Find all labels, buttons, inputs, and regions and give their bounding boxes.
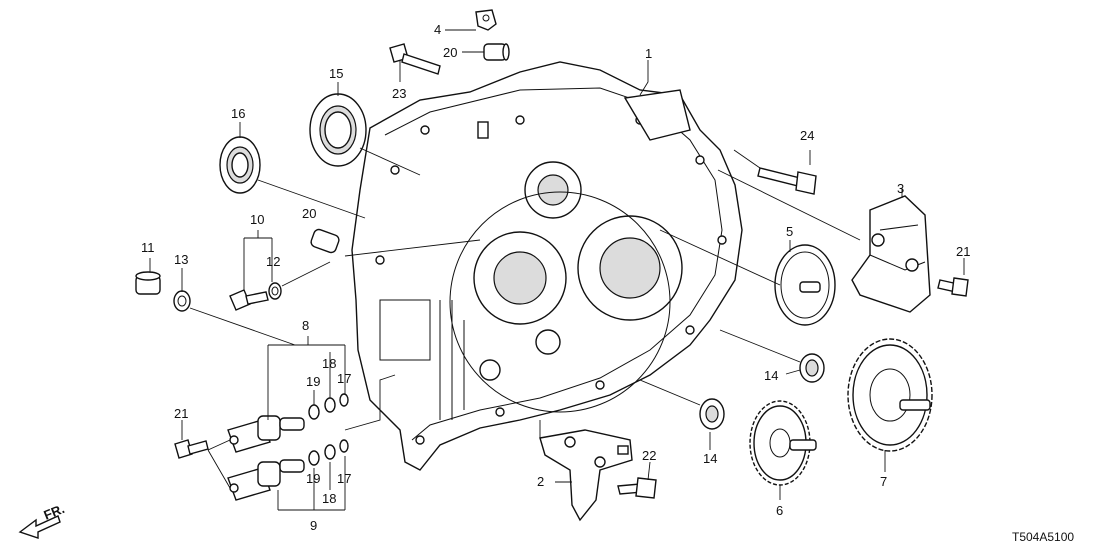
drain-plug-11 — [135, 271, 161, 295]
gear-6 — [749, 400, 817, 486]
callout-17-upper: 17 — [337, 371, 351, 386]
callout-2: 2 — [537, 474, 544, 489]
o-rings-upper — [308, 393, 349, 420]
callout-8: 8 — [302, 318, 309, 333]
callout-22: 22 — [642, 448, 656, 463]
callout-16: 16 — [231, 106, 245, 121]
bracket-3 — [851, 195, 931, 313]
bolt-23 — [389, 43, 441, 75]
bolt-21-left — [174, 439, 209, 459]
callout-14-upper: 14 — [764, 368, 778, 383]
solenoid-8 — [227, 415, 305, 453]
callout-labels: 1 2 3 4 5 6 7 8 9 10 11 12 13 14 14 15 1… — [42, 22, 1075, 544]
callout-15: 15 — [329, 66, 343, 81]
bearing-14-upper — [799, 353, 825, 383]
callout-18-lower: 18 — [322, 491, 336, 506]
callout-14-lower: 14 — [703, 451, 717, 466]
callout-21-left: 21 — [174, 406, 188, 421]
o-rings-lower — [308, 439, 349, 466]
solenoid-9 — [227, 459, 305, 501]
front-direction-label: FR. — [42, 501, 67, 523]
dowel-pin-20-lower — [310, 228, 340, 254]
callout-9: 9 — [310, 518, 317, 533]
bolt-21-right — [937, 277, 969, 297]
oil-seal-15 — [309, 93, 367, 167]
callout-10: 10 — [250, 212, 264, 227]
callout-20-lower: 20 — [302, 206, 316, 221]
diagram-code: T504A5100 — [1012, 530, 1074, 544]
callout-13: 13 — [174, 252, 188, 267]
callout-11: 11 — [141, 240, 155, 255]
callout-19-upper: 19 — [306, 374, 320, 389]
callout-20-upper: 20 — [443, 45, 457, 60]
washer-12 — [268, 282, 282, 300]
callout-21-right: 21 — [956, 244, 970, 259]
callout-3: 3 — [897, 181, 904, 196]
callout-12: 12 — [266, 254, 280, 269]
bolt-22 — [617, 477, 657, 499]
washer-13 — [173, 290, 191, 312]
leader-lines — [149, 29, 965, 511]
callout-1: 1 — [645, 46, 652, 61]
bolt-24 — [757, 167, 817, 195]
callout-7: 7 — [880, 474, 887, 489]
callout-6: 6 — [776, 503, 783, 518]
bracket-2 — [539, 429, 633, 522]
front-direction-arrow — [18, 515, 61, 539]
cover-5 — [774, 244, 836, 326]
callout-23: 23 — [392, 86, 406, 101]
transmission-housing — [351, 61, 743, 471]
callout-18-upper: 18 — [322, 356, 336, 371]
callout-17-lower: 17 — [337, 471, 351, 486]
callout-19-lower: 19 — [306, 471, 320, 486]
fitting-part-4 — [475, 9, 497, 31]
bearing-14-lower — [699, 398, 725, 430]
dowel-pin-20-upper — [483, 43, 510, 61]
oil-seal-16 — [219, 136, 261, 194]
bolt-10 — [229, 289, 269, 311]
callout-4: 4 — [434, 22, 441, 37]
callout-24: 24 — [800, 128, 814, 143]
gear-7 — [847, 338, 933, 452]
callout-5: 5 — [786, 224, 793, 239]
